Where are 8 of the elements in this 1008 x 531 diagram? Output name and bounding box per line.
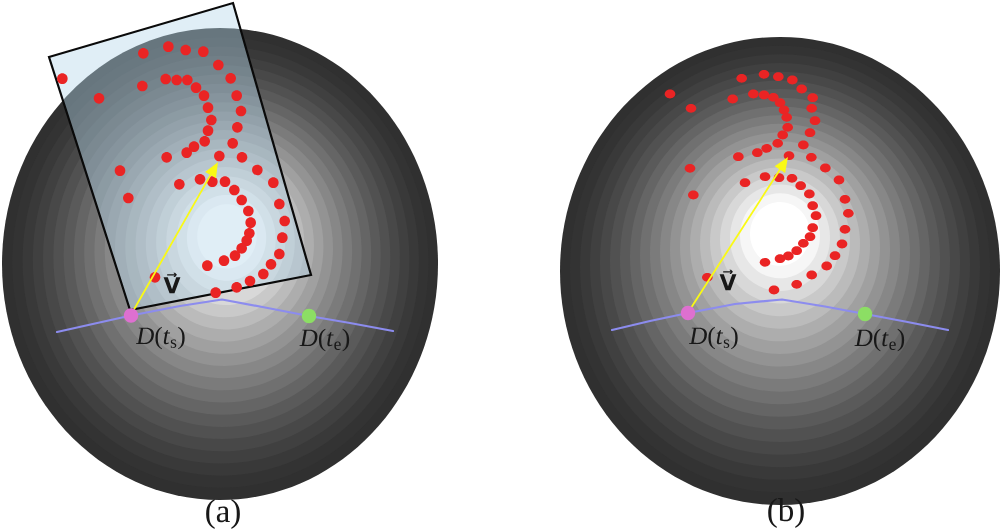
panel-label: (a) <box>206 499 240 529</box>
point-label: D(t$_{e}$) <box>854 328 905 352</box>
point-label: D(t$_{e}$) <box>299 328 350 352</box>
vector-label: V⃗ <box>719 269 737 291</box>
point-label: D(t$_{s}$) <box>136 326 185 350</box>
vector-label: V⃗ <box>163 272 181 294</box>
point-label: D(t$_{s}$) <box>689 326 738 350</box>
panel-label: (b) <box>768 498 804 528</box>
